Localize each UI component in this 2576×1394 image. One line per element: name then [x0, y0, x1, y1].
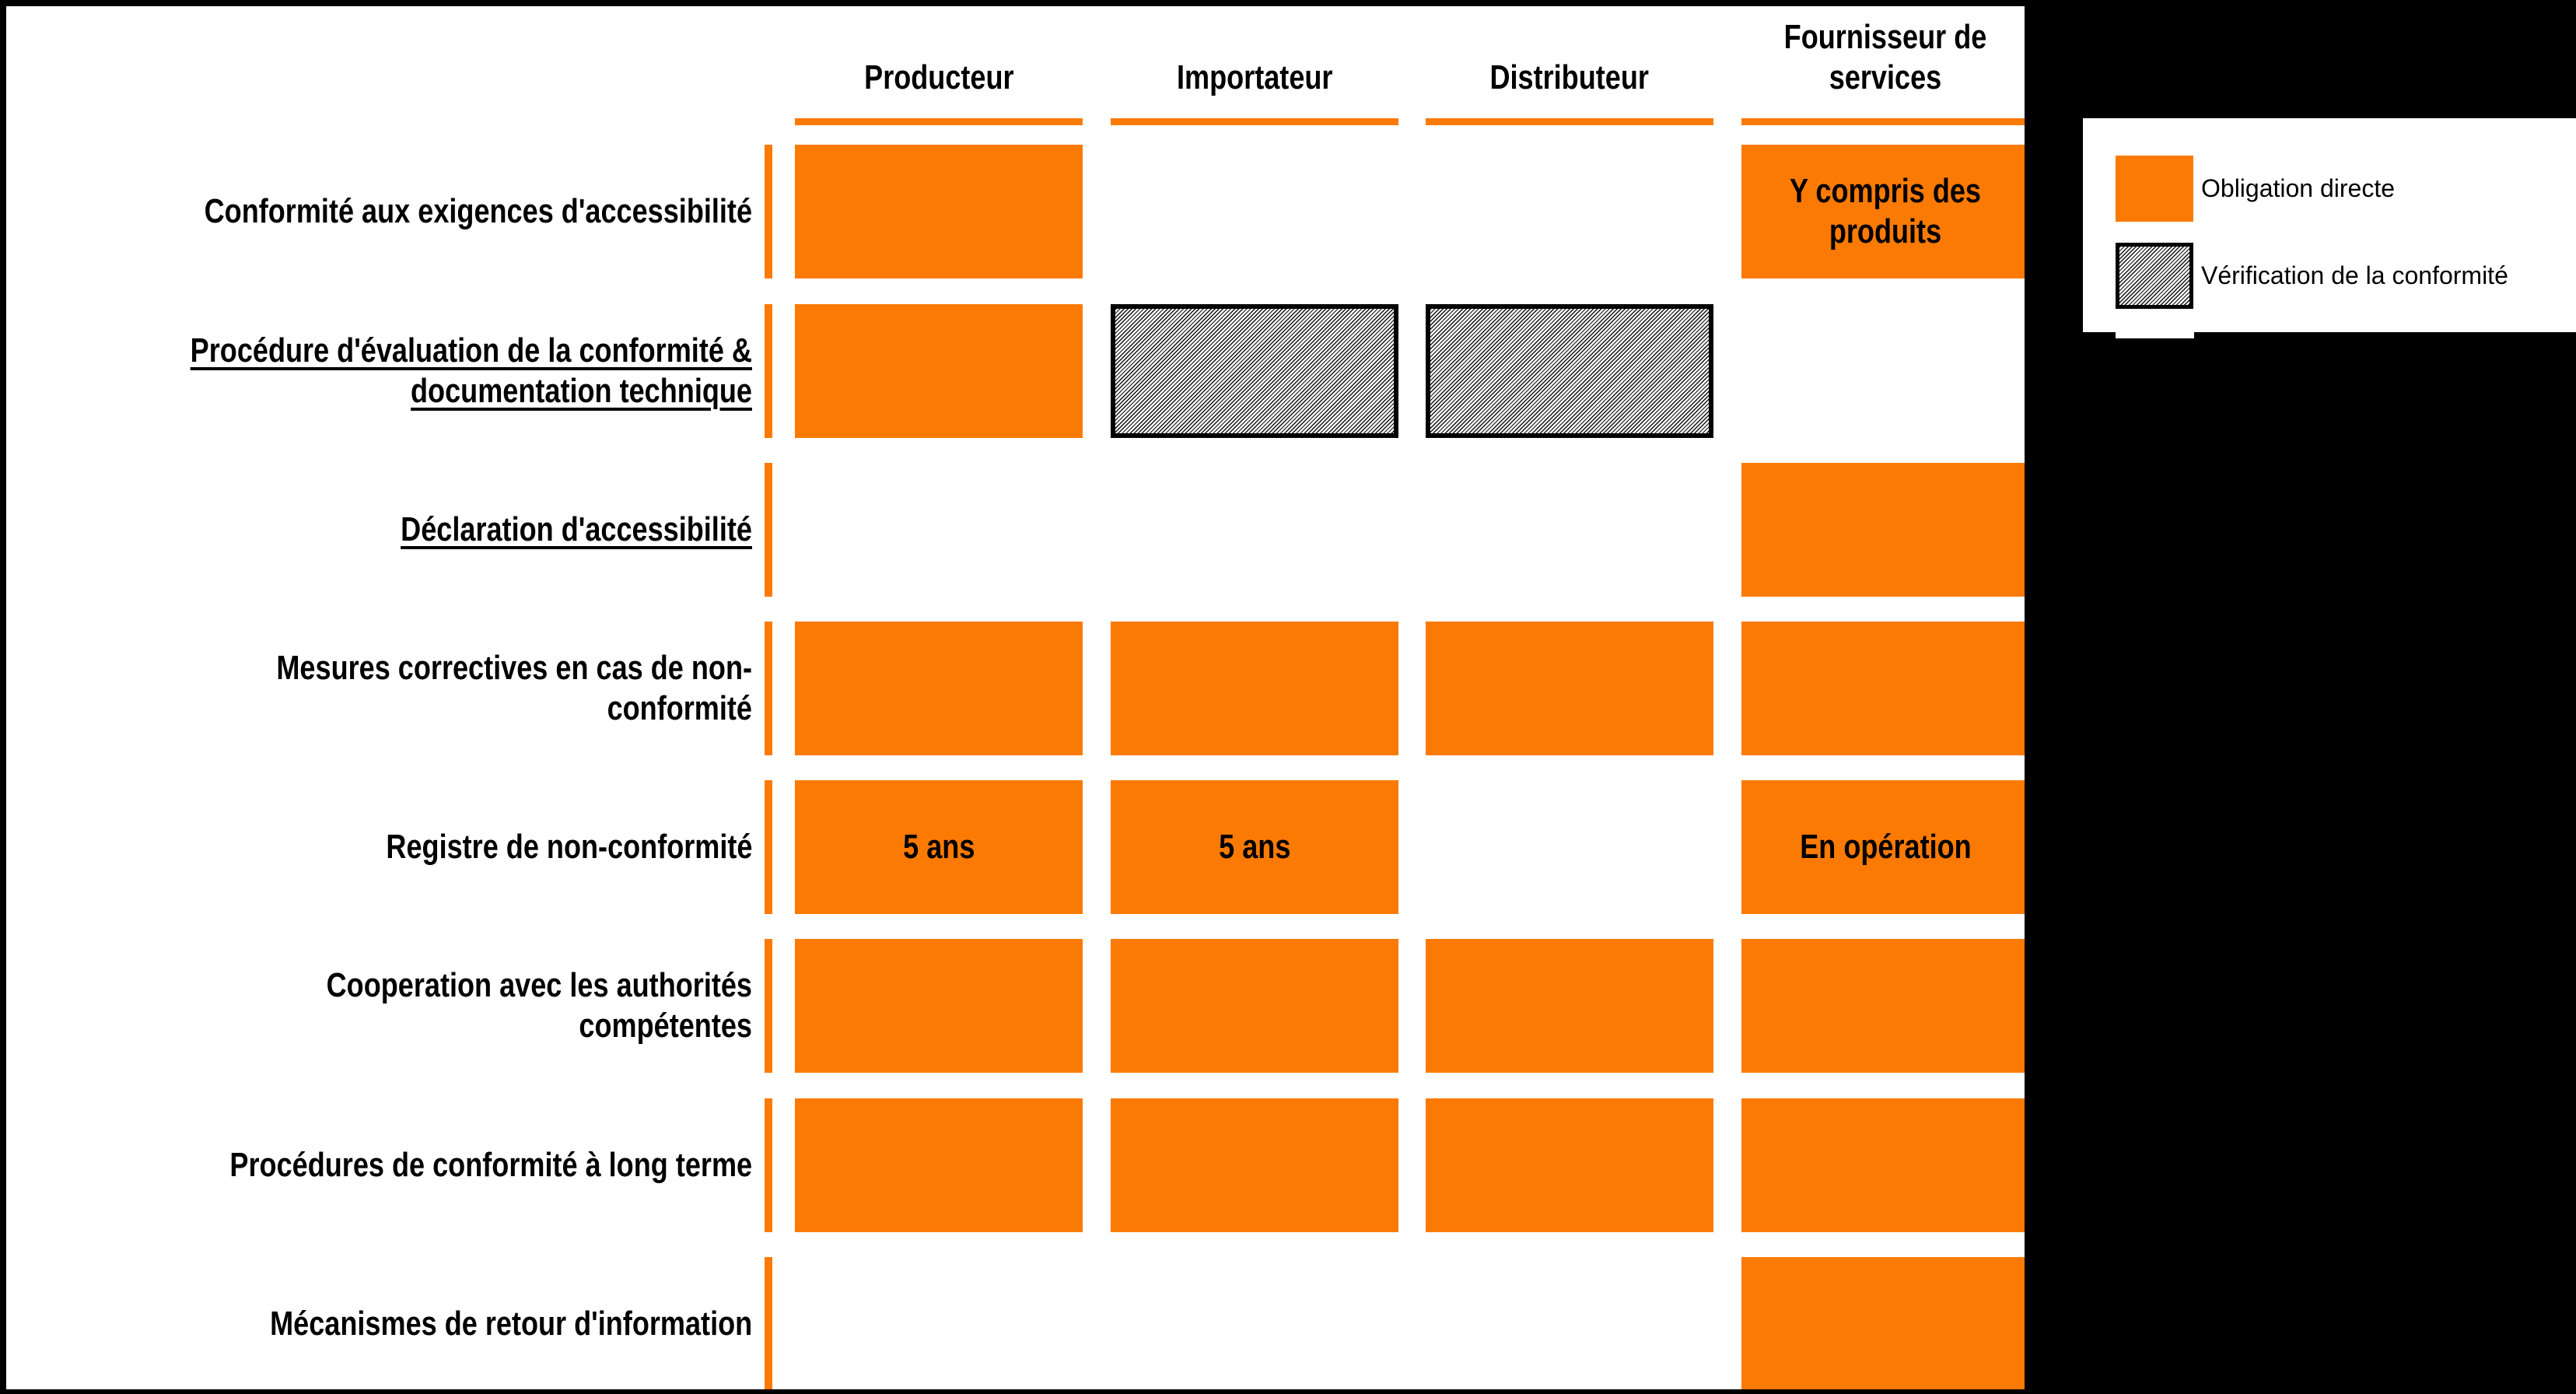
matrix-cell-obligation — [1111, 1098, 1398, 1232]
row-label: Mesures correctives en cas de non-confor… — [37, 622, 752, 755]
header-underline — [1741, 118, 2025, 125]
column-header-distributeur: Distributeur — [1426, 17, 1713, 98]
row-accent-bar — [765, 463, 772, 597]
row-label-text: Procédures de conformité à long terme — [229, 1146, 752, 1184]
row-accent-bar — [765, 145, 772, 278]
cell-text: 5 ans — [1218, 828, 1291, 866]
matrix-cell-obligation: En opération — [1741, 780, 2025, 914]
row-label-text: Mécanismes de retour d'information — [269, 1305, 752, 1343]
matrix-cell-obligation — [1741, 622, 2025, 755]
legend: Obligation directe Vérification de la co… — [2083, 118, 2576, 332]
legend-label-obligation-directe: Obligation directe — [2201, 174, 2396, 202]
row-label-text: Cooperation avec les authorités compéten… — [326, 966, 752, 1045]
matrix-cell-obligation — [1111, 939, 1398, 1073]
cell-text: En opération — [1799, 828, 1972, 866]
matrix-cell-obligation — [1741, 939, 2025, 1073]
row-label-text: Mesures correctives en cas de non-confor… — [276, 649, 753, 727]
row-label-text: Déclaration d'accessibilité — [401, 510, 752, 548]
legend-swatch-verification-conformite — [2116, 243, 2193, 309]
cell-text: Y compris des produits — [1790, 172, 1981, 250]
column-header-label: Importateur — [1176, 58, 1333, 96]
matrix-cell-obligation — [1111, 622, 1398, 755]
legend-label-verification-conformite: Vérification de la conformité — [2201, 261, 2508, 289]
matrix-cell-obligation — [1426, 622, 1713, 755]
header-underline — [1426, 118, 1713, 125]
matrix-cell-obligation: 5 ans — [795, 780, 1083, 914]
legend-clipped-swatch-stub — [2116, 332, 2194, 338]
matrix-cell-obligation — [1741, 1257, 2025, 1389]
row-accent-bar — [765, 939, 772, 1073]
obligations-matrix: Producteur Importateur Distributeur Four… — [6, 6, 2025, 1389]
row-label: Procédures de conformité à long terme — [37, 1098, 752, 1232]
matrix-cell-obligation — [795, 622, 1083, 755]
matrix-cell-obligation: Y compris des produits — [1741, 145, 2025, 278]
row-accent-bar — [765, 780, 772, 914]
row-accent-bar — [765, 1098, 772, 1232]
row-label: Registre de non-conformité — [37, 780, 752, 914]
row-label: Procédure d'évaluation de la conformité … — [37, 304, 752, 438]
header-underline — [795, 118, 1083, 125]
matrix-cell-obligation — [1426, 1098, 1713, 1232]
header-underline — [1111, 118, 1398, 125]
column-header-label: Distributeur — [1489, 58, 1650, 96]
row-accent-bar — [765, 622, 772, 755]
row-label: Déclaration d'accessibilité — [37, 463, 752, 597]
matrix-cell-obligation — [1741, 463, 2025, 597]
matrix-cell-obligation — [1426, 939, 1713, 1073]
row-label: Conformité aux exigences d'accessibilité — [37, 145, 752, 278]
matrix-cell-obligation: 5 ans — [1111, 780, 1398, 914]
row-accent-bar — [765, 1257, 772, 1389]
matrix-cell-verification — [1111, 304, 1398, 438]
legend-swatch-obligation-directe — [2116, 156, 2193, 222]
row-label-text: Registre de non-conformité — [385, 828, 752, 866]
column-header-importateur: Importateur — [1111, 17, 1398, 98]
cell-text: 5 ans — [902, 828, 975, 866]
row-label: Mécanismes de retour d'information — [37, 1257, 752, 1389]
row-label-text: Conformité aux exigences d'accessibilité — [204, 192, 752, 230]
matrix-cell-obligation — [1741, 1098, 2025, 1232]
column-header-fournisseur: Fournisseur de services — [1741, 17, 2025, 98]
matrix-cell-obligation — [795, 145, 1083, 278]
matrix-cell-verification — [1426, 304, 1713, 438]
matrix-cell-obligation — [795, 939, 1083, 1073]
column-header-label: Fournisseur de services — [1783, 18, 1987, 96]
row-accent-bar — [765, 304, 772, 438]
row-label-text: Procédure d'évaluation de la conformité … — [190, 331, 752, 410]
matrix-cell-obligation — [795, 304, 1083, 438]
row-label: Cooperation avec les authorités compéten… — [37, 939, 752, 1073]
matrix-cell-obligation — [795, 1098, 1083, 1232]
column-header-label: Producteur — [863, 58, 1014, 96]
column-header-producteur: Producteur — [795, 17, 1083, 98]
